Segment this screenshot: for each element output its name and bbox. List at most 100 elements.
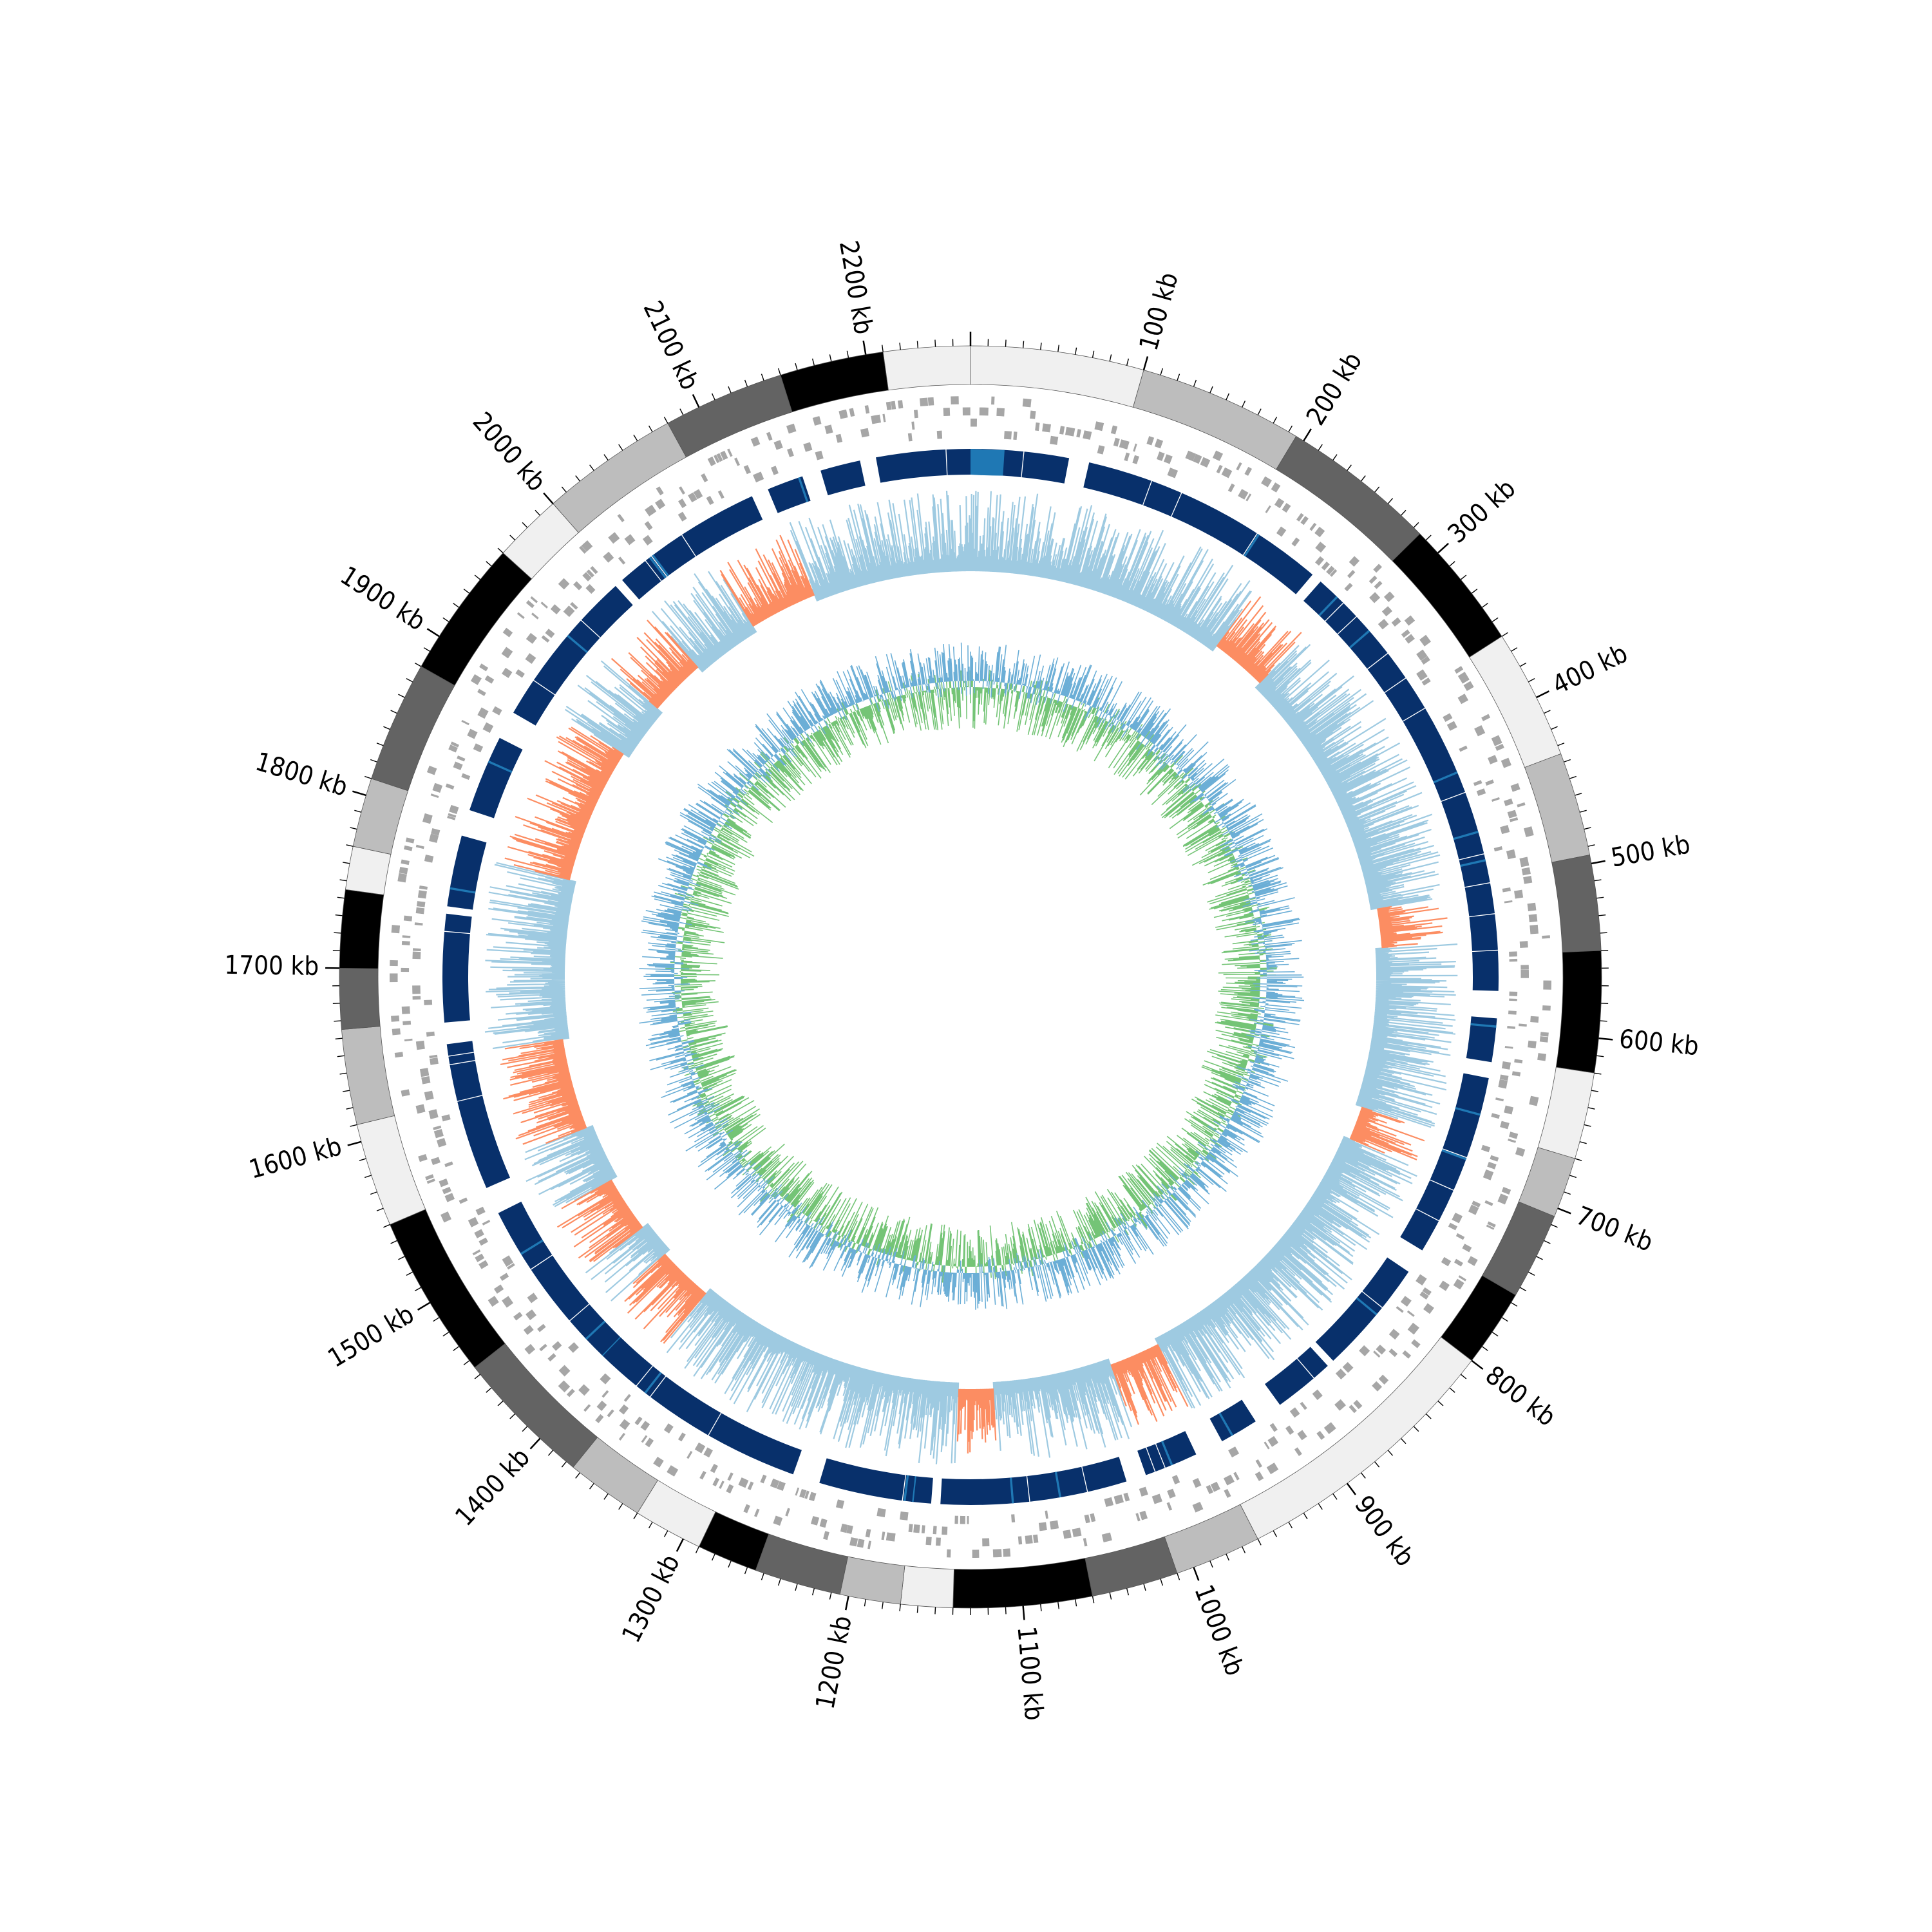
chromosome-segment — [339, 889, 384, 969]
gene-feature — [426, 1179, 435, 1184]
minor-tick — [1594, 879, 1602, 882]
gene-feature — [1294, 1447, 1302, 1456]
cds-block — [1156, 1431, 1197, 1468]
cds-block — [498, 1201, 553, 1269]
minor-tick — [339, 1072, 347, 1075]
minor-tick — [633, 434, 638, 442]
minor-tick — [423, 647, 430, 652]
minor-tick — [1177, 1573, 1180, 1580]
minor-tick — [1126, 1588, 1130, 1596]
minor-tick — [728, 1560, 732, 1568]
gene-feature — [1446, 721, 1457, 731]
cds-block — [946, 449, 971, 475]
gene-feature — [1517, 802, 1526, 808]
minor-tick — [711, 393, 715, 401]
gene-feature — [1497, 1193, 1509, 1205]
gene-feature — [1206, 1484, 1214, 1494]
gene-feature — [1509, 998, 1517, 1001]
gene-feature — [391, 925, 401, 934]
cds-block — [444, 913, 472, 933]
gene-feature — [1065, 426, 1075, 437]
gene-feature — [1481, 714, 1491, 721]
minor-tick — [535, 509, 541, 516]
minor-tick — [346, 1107, 354, 1110]
gene-feature — [1528, 1040, 1537, 1048]
gene-feature — [473, 743, 484, 753]
gene-feature — [1391, 617, 1401, 627]
gene-feature — [891, 401, 896, 410]
minor-tick — [398, 1256, 405, 1260]
minor-tick — [934, 339, 936, 347]
gene-feature — [1192, 1501, 1204, 1513]
gene-feature — [992, 1549, 1002, 1558]
gene-feature — [1539, 1036, 1549, 1043]
gene-feature — [1101, 1532, 1112, 1542]
gene-feature — [954, 1515, 958, 1524]
major-tick — [426, 628, 440, 638]
gene-feature — [1123, 1492, 1130, 1502]
gene-feature — [424, 855, 434, 863]
gene-feature — [1004, 431, 1012, 440]
gene-feature — [1509, 958, 1518, 962]
gene-feature — [1419, 634, 1432, 647]
minor-tick — [509, 535, 516, 541]
gene-feature — [419, 1068, 430, 1077]
gene-feature — [477, 688, 486, 696]
gene-feature — [1495, 744, 1504, 752]
gene-feature — [507, 1263, 515, 1270]
gene-feature — [823, 1531, 829, 1540]
minor-tick — [350, 1124, 357, 1127]
gene-feature — [421, 1075, 431, 1084]
gene-feature — [478, 1260, 489, 1269]
gene-feature — [849, 1537, 858, 1547]
gene-feature — [526, 632, 537, 644]
cds-block — [1385, 678, 1425, 721]
gene-feature — [1407, 1322, 1419, 1335]
gc-skew-positive — [484, 490, 1458, 1464]
gene-feature — [1514, 889, 1524, 899]
cds-accent — [903, 1475, 909, 1501]
gene-feature — [401, 859, 410, 866]
gene-feature — [1510, 783, 1520, 792]
minor-tick — [474, 1374, 481, 1379]
minor-tick — [1303, 1512, 1308, 1520]
minor-tick — [1594, 1072, 1602, 1075]
gene-feature — [415, 1104, 426, 1114]
tick-label: 600 kb — [1618, 1024, 1700, 1061]
gene-feature — [618, 1432, 626, 1441]
gene-feature — [1084, 1514, 1090, 1524]
minor-tick — [744, 1567, 748, 1575]
gene-feature — [607, 1409, 614, 1417]
gene-feature — [419, 885, 428, 890]
gene-feature — [1238, 489, 1249, 500]
minor-tick — [453, 603, 459, 608]
gene-feature — [1509, 991, 1518, 996]
minor-tick — [1501, 1317, 1508, 1322]
gene-feature — [687, 1450, 693, 1459]
gene-feature — [913, 410, 918, 419]
gene-feature — [468, 1217, 479, 1227]
gene-feature — [401, 940, 410, 945]
minor-tick — [1332, 454, 1338, 461]
gene-feature — [1457, 694, 1469, 705]
gene-feature — [766, 431, 773, 441]
minor-tick — [1482, 1346, 1488, 1351]
gene-feature — [865, 1529, 871, 1538]
gene-feature — [596, 1400, 607, 1412]
gene-feature — [442, 1186, 451, 1195]
minor-tick — [1092, 1596, 1095, 1604]
gene-feature — [750, 437, 761, 447]
minor-tick — [383, 726, 390, 730]
cds-accent — [1054, 1472, 1061, 1498]
gene-feature — [412, 951, 421, 960]
minor-tick — [398, 694, 405, 698]
gene-feature — [1335, 1368, 1347, 1380]
minor-tick — [1587, 844, 1595, 847]
cds-block — [448, 1052, 475, 1065]
gene-feature — [1519, 1023, 1527, 1027]
gene-feature — [726, 1484, 734, 1494]
cds-accent — [1433, 771, 1458, 784]
minor-tick — [1413, 1426, 1419, 1432]
tick-label: 100 kb — [1134, 269, 1184, 354]
gene-feature — [1492, 797, 1500, 802]
